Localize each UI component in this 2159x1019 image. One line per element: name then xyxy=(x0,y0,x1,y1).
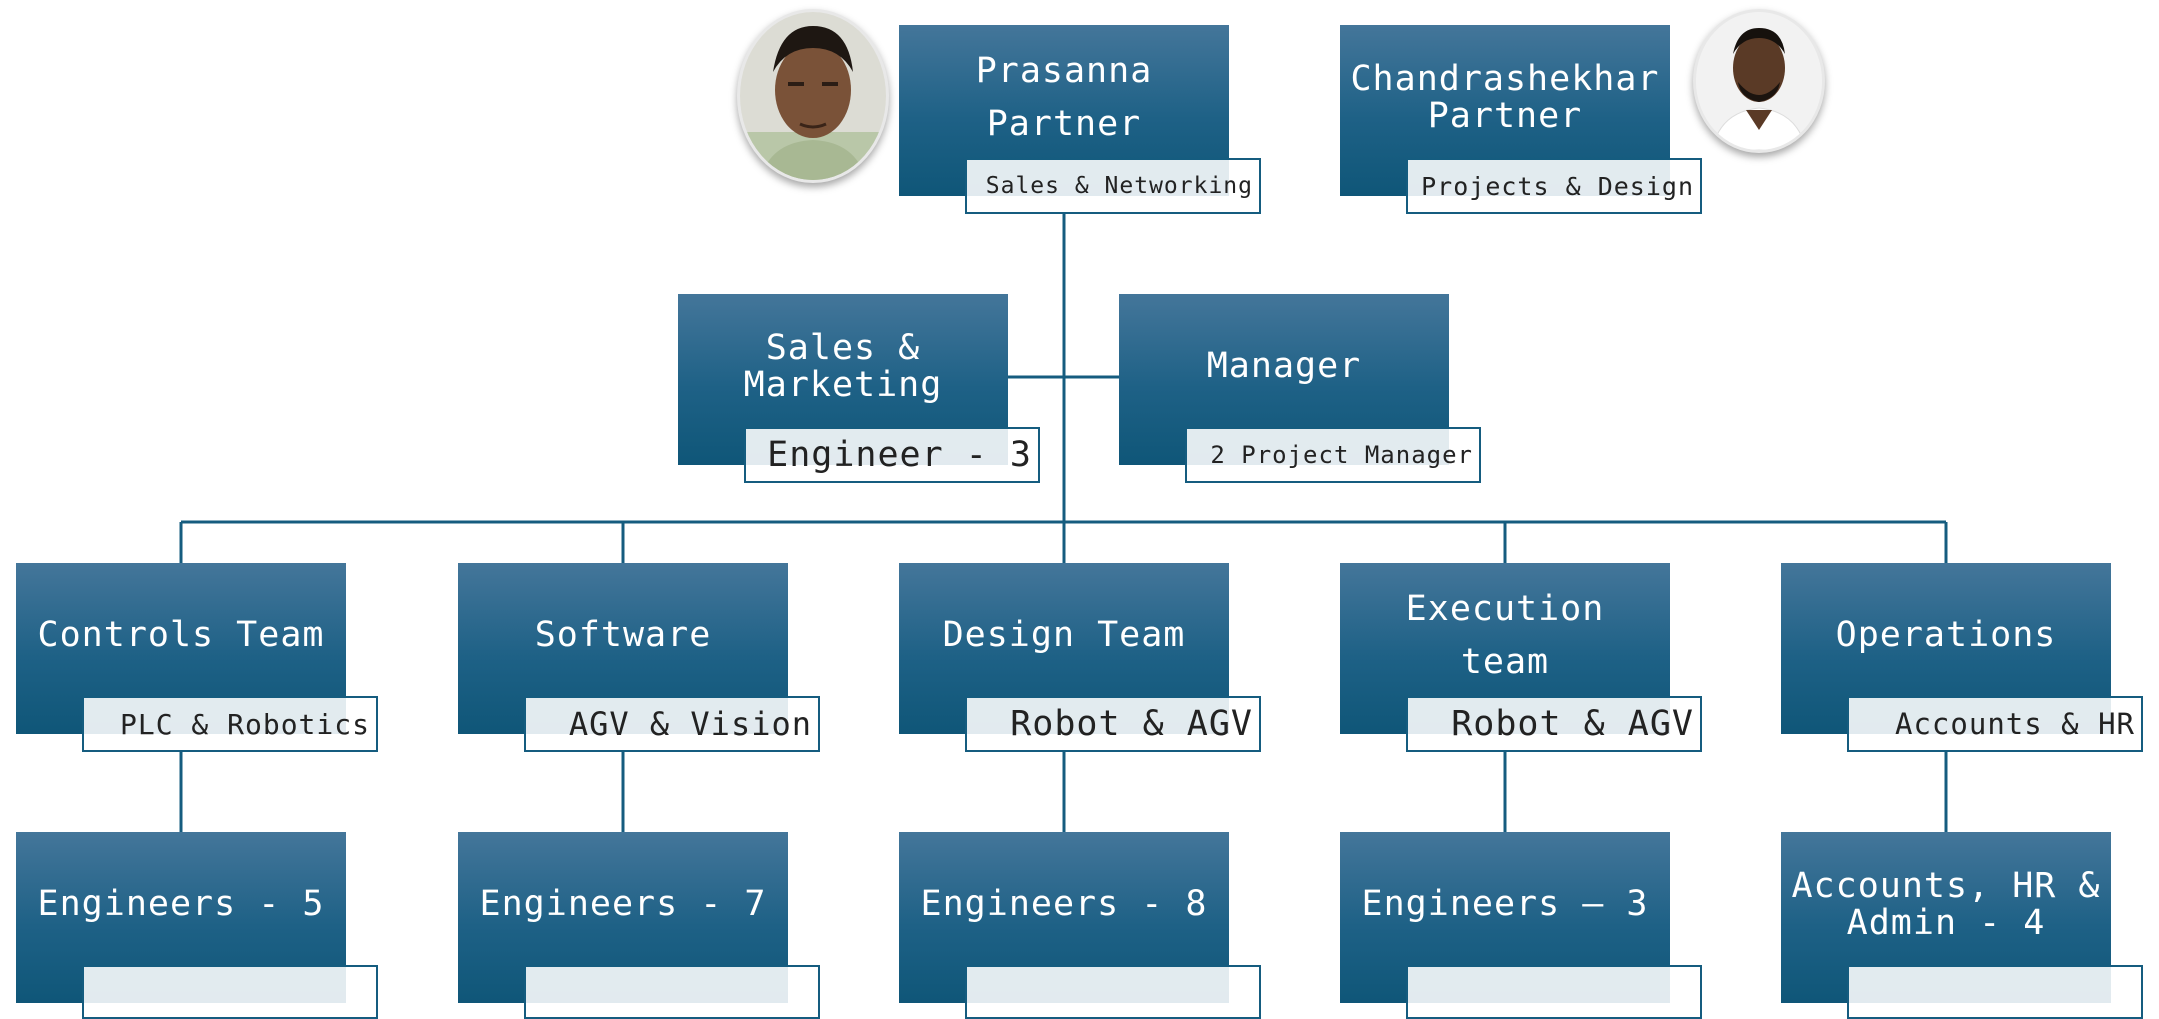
chandrashekhar-photo xyxy=(1693,9,1825,153)
node-title: Chandrashekhar Partner xyxy=(1350,58,1660,136)
node-title: Manager xyxy=(1206,346,1362,386)
person-photo-icon xyxy=(1696,12,1822,150)
design-team-label: Robot & AGV xyxy=(965,696,1261,752)
node-title: Design Team xyxy=(942,615,1186,655)
manager-label: 2 Project Manager xyxy=(1185,427,1481,483)
prasanna-role-label: Sales & Networking xyxy=(965,158,1261,214)
operations-team-label: Accounts & HR xyxy=(1847,696,2143,752)
software-team-label: AGV & Vision xyxy=(524,696,820,752)
execution-staff-node: Engineers – 3 xyxy=(1340,832,1670,1003)
operations-staff-node: Accounts, HR & Admin - 4 xyxy=(1781,832,2111,1003)
prasanna-photo xyxy=(737,9,889,183)
node-title: Engineers - 7 xyxy=(479,884,767,924)
execution-staff-label xyxy=(1406,965,1702,1019)
operations-staff-label xyxy=(1847,965,2143,1019)
controls-staff-label xyxy=(82,965,378,1019)
node-title: Engineers – 3 xyxy=(1361,884,1649,924)
node-title: Controls Team xyxy=(37,615,325,655)
node-title: Software xyxy=(534,615,712,655)
node-title: Accounts, HR & Admin - 4 xyxy=(1791,865,2101,943)
node-title: Operations xyxy=(1835,615,2057,655)
node-title: Prasanna Partner xyxy=(975,50,1153,144)
node-title: Engineers - 5 xyxy=(37,884,325,924)
node-title: Sales & Marketing xyxy=(743,327,943,405)
person-photo-icon xyxy=(740,12,886,180)
chandrashekhar-role-label: Projects & Design xyxy=(1406,158,1702,214)
software-staff-label xyxy=(524,965,820,1019)
node-title: Engineers - 8 xyxy=(920,884,1208,924)
controls-team-label: PLC & Robotics xyxy=(82,696,378,752)
execution-team-label: Robot & AGV xyxy=(1406,696,1702,752)
node-title: Execution team xyxy=(1405,588,1605,682)
sales-marketing-label: Engineer - 3 xyxy=(744,427,1040,483)
design-staff-label xyxy=(965,965,1261,1019)
